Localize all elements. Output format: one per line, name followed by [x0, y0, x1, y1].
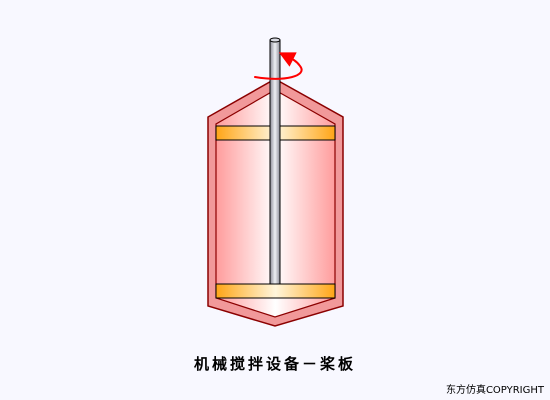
agitator-shaft	[269, 39, 281, 285]
copyright-notice: 东方仿真COPYRIGHT	[445, 385, 544, 396]
lower-paddle-blade	[215, 283, 336, 299]
diagram-caption: 机械搅拌设备－桨板	[193, 355, 356, 373]
rotation-arrow-icon	[254, 52, 303, 80]
shaft-top-cap	[269, 37, 281, 43]
